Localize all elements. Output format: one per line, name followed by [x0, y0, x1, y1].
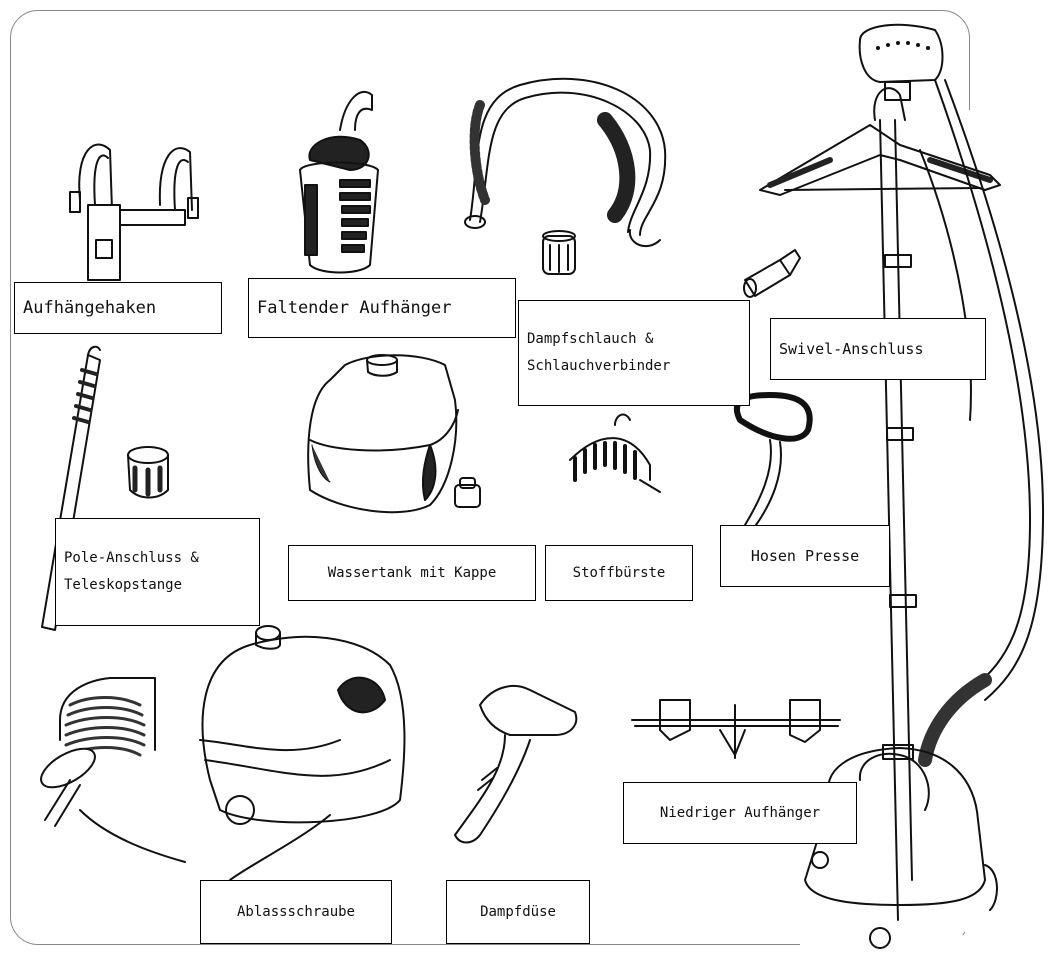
label-stoffbuerste: Stoffbürste — [545, 545, 693, 601]
label-dampfschlauch: Dampfschlauch & Schlauchverbinder — [518, 300, 750, 406]
pants-press-drawing — [737, 395, 810, 525]
hook-drawing — [70, 144, 198, 280]
label-ablass: Ablassschraube — [200, 880, 392, 944]
label-haken-text: Aufhängehaken — [23, 292, 156, 324]
steamer-base-drawing — [80, 626, 404, 880]
folding-hanger-drawing — [300, 92, 378, 273]
label-niedriger: Niedriger Aufhänger — [623, 782, 857, 844]
label-hosen: Hosen Presse — [720, 525, 890, 587]
label-pole-text: Pole-Anschluss & Teleskopstange — [64, 545, 199, 598]
label-swivel-text: Swivel-Anschluss — [779, 335, 924, 364]
label-niedriger-text: Niedriger Aufhänger — [660, 800, 820, 827]
label-swivel: Swivel-Anschluss — [770, 318, 986, 380]
label-haken: Aufhängehaken — [14, 282, 222, 334]
label-ablass-text: Ablassschraube — [237, 899, 355, 926]
label-hosen-text: Hosen Presse — [751, 542, 859, 571]
label-dampfschlauch-text: Dampfschlauch & Schlauchverbinder — [527, 326, 670, 379]
water-tank-drawing — [308, 355, 480, 512]
label-wassertank-text: Wassertank mit Kappe — [328, 560, 497, 587]
steam-hose-drawing — [465, 79, 665, 274]
low-hanger-drawing — [632, 700, 840, 758]
label-pole: Pole-Anschluss & Teleskopstange — [55, 518, 260, 626]
steam-nozzle-drawing — [455, 686, 576, 843]
swivel-connector-drawing — [744, 250, 800, 297]
label-wassertank: Wassertank mit Kappe — [288, 545, 536, 601]
drain-screw-drawing — [35, 678, 155, 826]
label-duese-text: Dampfdüse — [480, 899, 556, 926]
label-faltender-text: Faltender Aufhänger — [257, 292, 451, 324]
label-duese: Dampfdüse — [446, 880, 590, 944]
fabric-brush-drawing — [570, 415, 660, 492]
label-faltender: Faltender Aufhänger — [248, 278, 516, 338]
label-stoffbuerste-text: Stoffbürste — [573, 560, 666, 587]
